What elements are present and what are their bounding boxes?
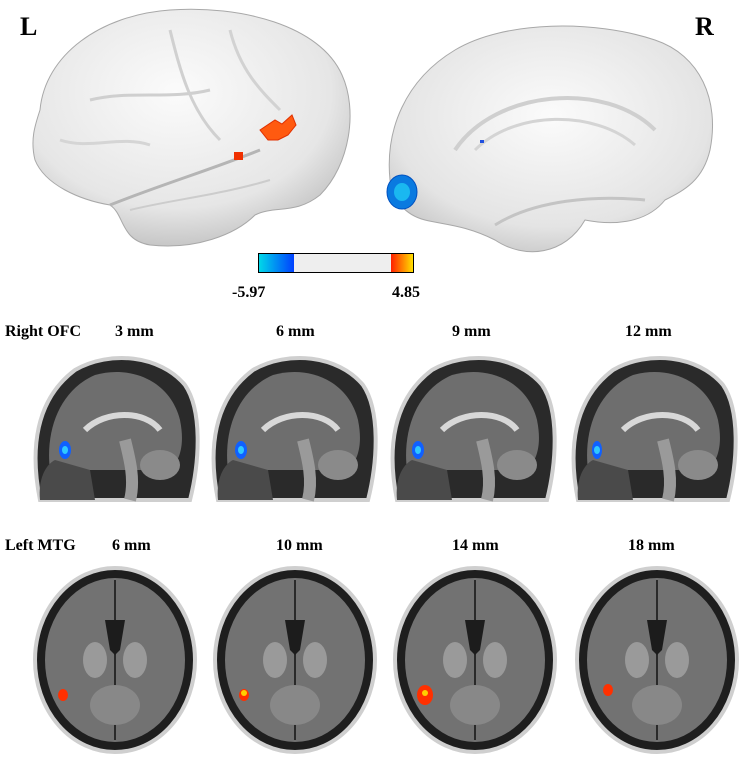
axial-slice <box>33 566 197 754</box>
axial-slice <box>393 566 557 754</box>
mtg-activation-blob <box>259 114 297 141</box>
slice-label: 18 mm <box>628 537 675 554</box>
mtg-activation-blob-small <box>234 152 243 160</box>
row-label-left-mtg: Left MTG <box>5 537 76 554</box>
sagittal-slice <box>390 356 557 502</box>
colorbar-min-label: -5.97 <box>232 284 266 301</box>
colorbar <box>258 253 414 273</box>
slice-label: 10 mm <box>276 537 323 554</box>
colorbar-max-label: 4.85 <box>392 284 420 301</box>
slice-label: 9 mm <box>452 323 491 340</box>
slice-label: 14 mm <box>452 537 499 554</box>
right-medial-surface <box>386 25 714 253</box>
slice-label: 6 mm <box>112 537 151 554</box>
slice-label: 6 mm <box>276 323 315 340</box>
slice-label: 3 mm <box>115 323 154 340</box>
right-hemisphere-label: R <box>695 12 714 41</box>
mtg-slice-activation <box>58 689 68 701</box>
sagittal-slice <box>211 356 378 502</box>
mtg-slice-activation <box>603 684 613 696</box>
left-hemisphere-label: L <box>20 12 38 41</box>
axial-slice <box>213 566 377 754</box>
sagittal-slice <box>571 356 738 502</box>
row-label-right-ofc: Right OFC <box>5 323 81 340</box>
sagittal-slice <box>33 356 200 502</box>
slice-label: 12 mm <box>625 323 672 340</box>
left-lateral-surface <box>32 8 351 247</box>
axial-slice <box>575 566 739 754</box>
